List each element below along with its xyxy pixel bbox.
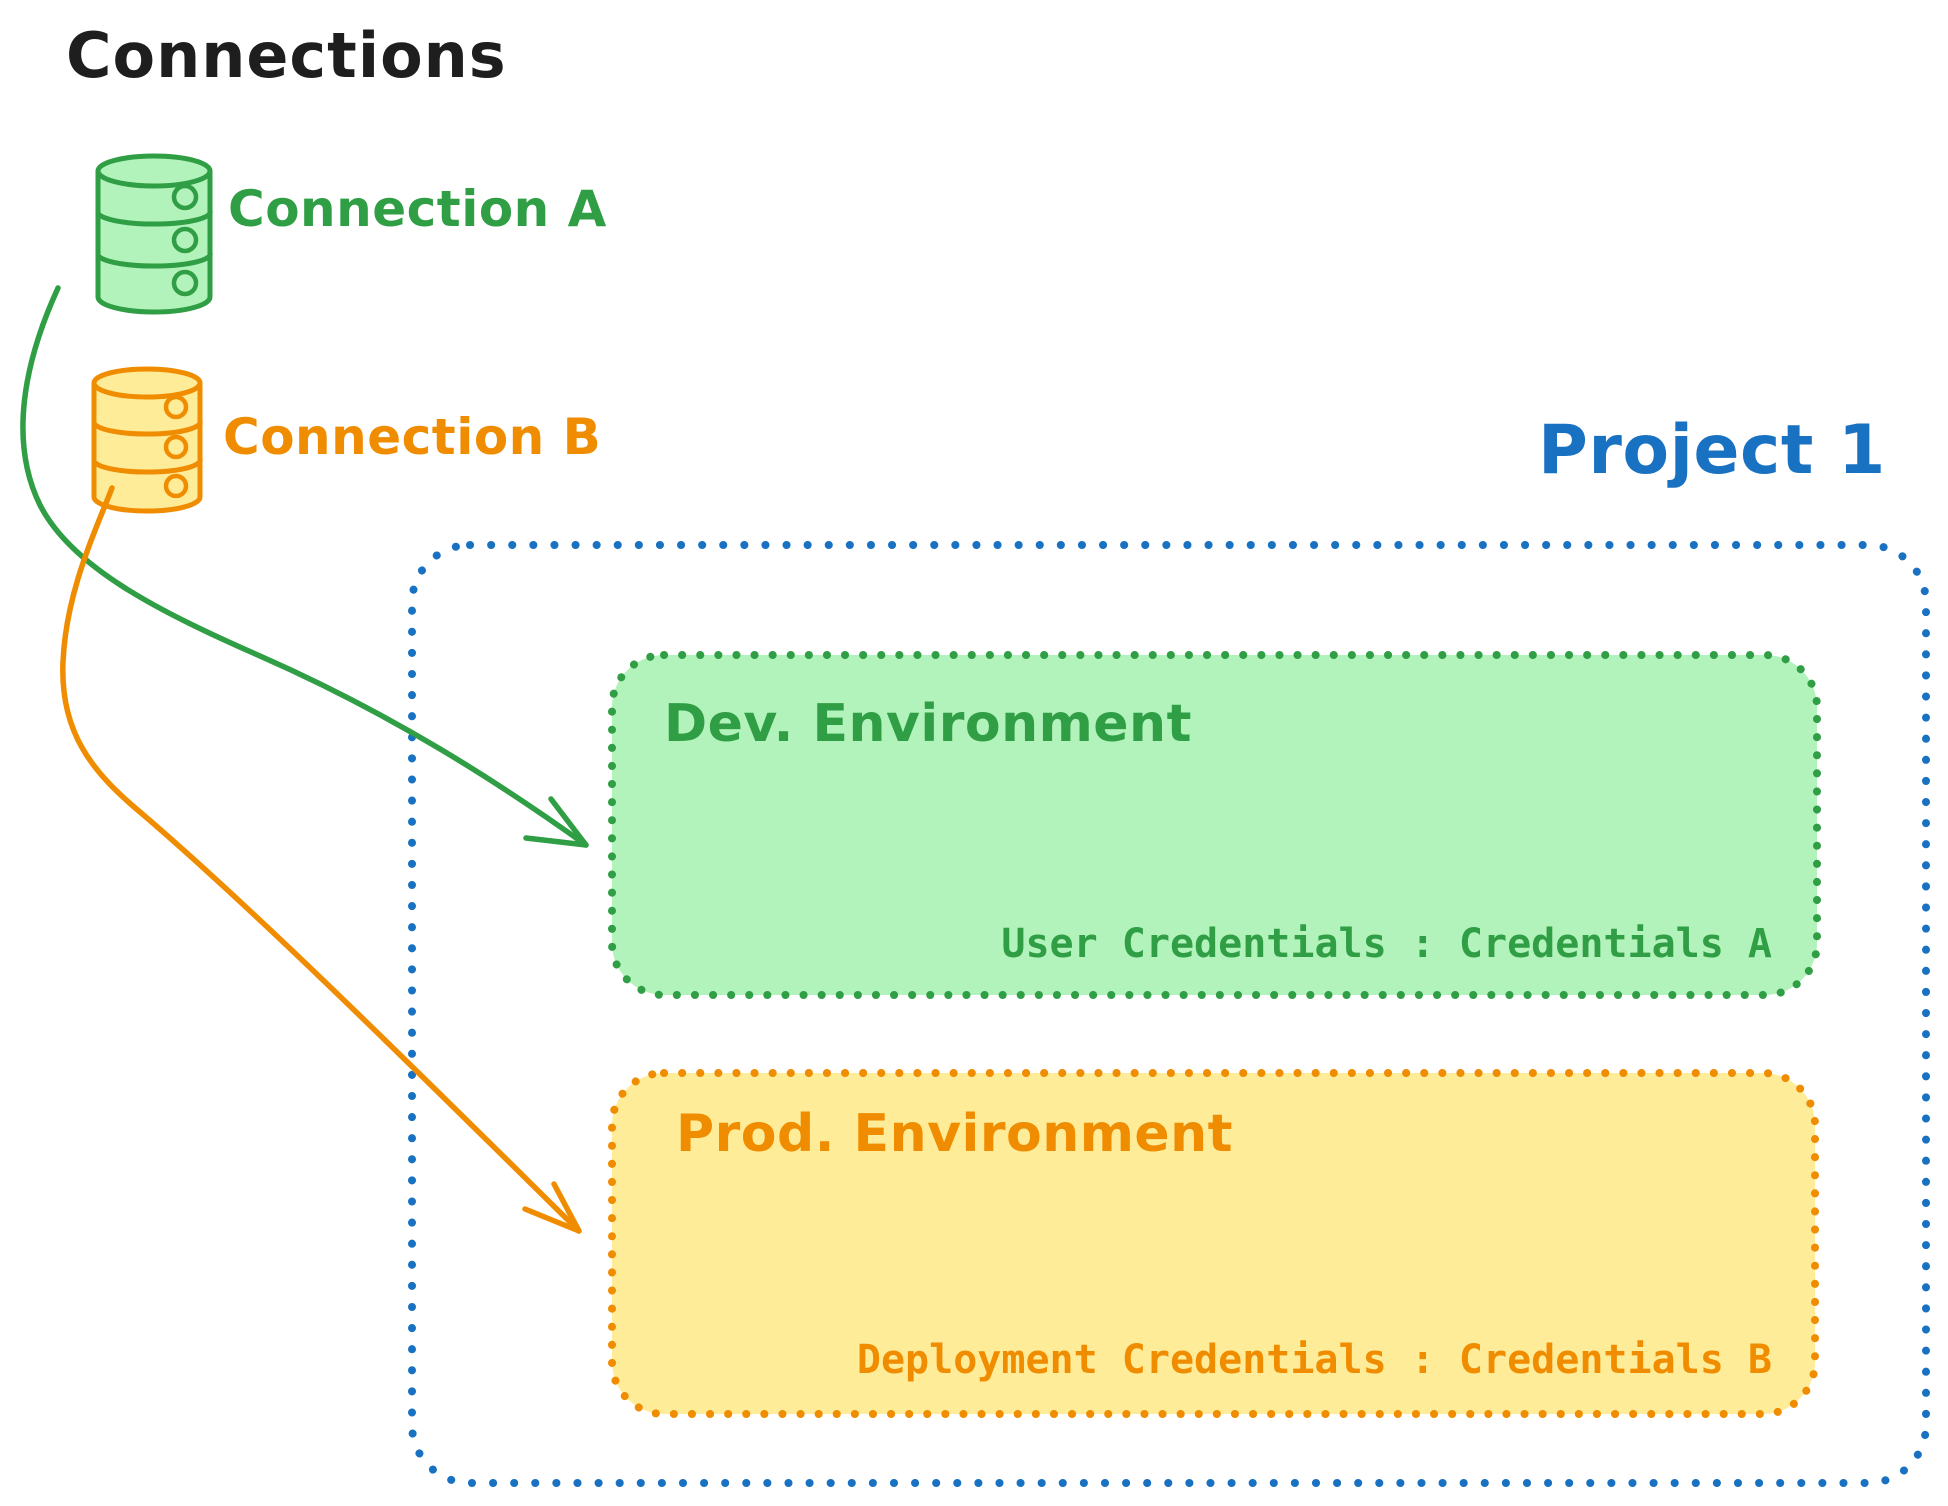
database-icon-connection-b bbox=[91, 366, 203, 514]
arrow-connection-b-to-prod bbox=[60, 485, 582, 1234]
prod-credentials-text: Deployment Credentials : Credentials B bbox=[856, 1337, 1772, 1383]
project-box bbox=[408, 541, 1930, 1487]
connection-b-label: Connection B bbox=[223, 408, 602, 466]
project-label: Project 1 bbox=[1538, 411, 1886, 490]
connection-a-label: Connection A bbox=[228, 180, 607, 238]
database-icon-connection-a bbox=[95, 153, 213, 315]
arrow-connection-a-to-dev bbox=[20, 285, 589, 848]
prod-environment-title: Prod. Environment bbox=[676, 1104, 1234, 1164]
diagram-title: Connections bbox=[66, 19, 507, 92]
prod-environment-box bbox=[608, 1069, 1819, 1418]
arrowhead-icon bbox=[522, 1181, 582, 1234]
dev-credentials-text: User Credentials : Credentials A bbox=[1001, 921, 1772, 967]
arrowhead-icon bbox=[523, 796, 589, 848]
dev-environment-box bbox=[608, 651, 1821, 999]
dev-environment-title: Dev. Environment bbox=[664, 694, 1192, 754]
